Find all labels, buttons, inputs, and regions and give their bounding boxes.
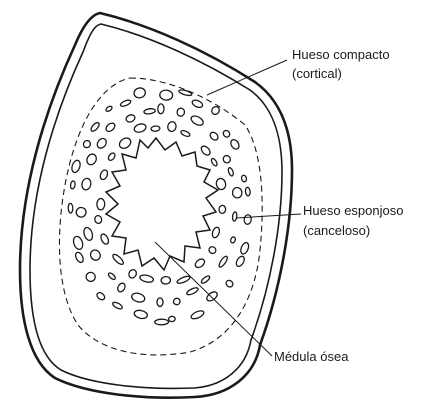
trabecular-pore — [190, 309, 205, 320]
trabecular-pore — [239, 241, 250, 255]
trabecular-pore — [84, 270, 97, 283]
trabecular-pore — [222, 154, 232, 164]
trabecular-pore — [82, 226, 94, 241]
trabecular-pore — [158, 104, 164, 114]
trabecular-pore — [186, 286, 199, 296]
trabecular-pore — [245, 187, 251, 196]
trabecular-pore — [144, 108, 156, 115]
trabecular-pore — [89, 248, 102, 262]
label-spongy-bone: Hueso esponjoso — [303, 203, 403, 218]
trabecular-pore — [241, 175, 247, 183]
trabecular-pore — [173, 298, 181, 306]
trabecular-pore — [99, 233, 110, 246]
trabecular-pore — [97, 198, 105, 210]
trabecular-pore — [111, 253, 124, 266]
trabecular-pore — [133, 123, 147, 134]
trabecular-pore — [176, 107, 185, 117]
trabecular-pore — [178, 89, 192, 97]
label-spongy-bone-sub: (canceloso) — [303, 223, 370, 238]
trabecular-pore — [72, 235, 84, 250]
trabecular-pore — [225, 279, 235, 288]
trabecular-pore — [210, 158, 218, 167]
trabecular-pore — [125, 114, 136, 124]
trabecular-pore — [94, 215, 102, 224]
trabecular-pore — [112, 301, 124, 310]
trabecular-pore — [96, 291, 106, 301]
trabecular-pore — [68, 203, 73, 213]
trabecular-pore — [131, 292, 146, 304]
trabecular-pore — [227, 167, 234, 177]
trabecular-pore — [139, 274, 154, 284]
trabecular-pore — [200, 275, 211, 285]
label-compact-bone: Hueso compacto — [292, 47, 390, 62]
trabecular-pore — [85, 152, 98, 166]
trabecular-pore — [70, 181, 76, 190]
trabecular-pore — [107, 272, 116, 281]
trabecular-pore — [116, 282, 126, 293]
trabecular-pore — [127, 268, 137, 279]
trabecular-pore — [105, 105, 113, 112]
trabecular-pore — [219, 205, 226, 213]
trabecular-pore — [117, 136, 132, 151]
trabecular-pore — [82, 139, 92, 149]
leader-line-marrow — [155, 242, 272, 356]
trabecular-pore — [190, 114, 205, 127]
trabecular-pore — [76, 207, 86, 217]
trabecular-pore — [155, 319, 169, 325]
trabecular-pore — [208, 245, 218, 254]
trabecular-pore — [235, 255, 246, 268]
label-compact-bone-sub: (cortical) — [292, 66, 342, 81]
trabecular-pore — [229, 138, 241, 150]
trabecular-pore — [205, 290, 219, 303]
trabecular-pore — [151, 126, 160, 132]
trabecular-pore — [159, 90, 172, 101]
trabecular-pore — [167, 121, 177, 132]
trabecular-pore — [157, 298, 163, 307]
trabecular-pore — [95, 137, 108, 150]
label-bone-marrow: Médula ósea — [274, 349, 349, 364]
trabecular-pore — [191, 99, 204, 109]
trabecular-pore — [230, 236, 236, 243]
trabecular-pore — [168, 316, 175, 322]
trabecular-pore — [120, 99, 132, 108]
trabecular-pore — [232, 187, 243, 198]
trabecular-pore — [232, 212, 237, 222]
trabecular-pore — [90, 121, 101, 132]
trabecular-pore — [161, 276, 171, 284]
trabecular-pore — [211, 226, 221, 238]
trabecular-pore — [218, 255, 229, 268]
trabecular-pore — [209, 131, 220, 142]
marrow-cavity — [106, 138, 218, 270]
trabecular-pore — [194, 257, 206, 269]
trabecular-pore — [99, 169, 109, 181]
trabecular-pore — [133, 87, 146, 99]
leader-line-compact — [207, 60, 287, 95]
trabecular-pore — [81, 178, 92, 191]
trabecular-pore — [74, 251, 85, 264]
trabecular-pore — [104, 122, 116, 133]
trabecular-pore — [107, 152, 116, 162]
trabecular-pore — [70, 159, 81, 173]
trabecular-pore — [222, 129, 231, 138]
trabecular-pore — [176, 275, 191, 285]
trabecular-pore — [133, 309, 148, 320]
trabecular-pore — [244, 214, 252, 224]
trabecular-pore — [180, 129, 191, 137]
trabecular-pore — [200, 144, 212, 156]
